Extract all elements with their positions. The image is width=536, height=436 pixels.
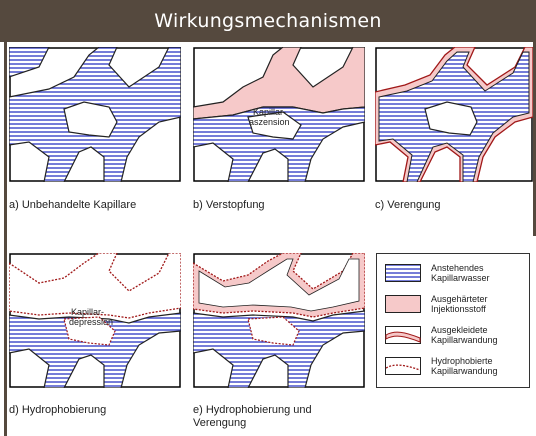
legend-item-lined: Ausgekleidete Kapillarwandung (377, 323, 529, 353)
left-border (4, 42, 7, 436)
legend-item-injected: Ausgehärteter Injektionsstoff (377, 292, 529, 322)
caption-e: e) Hydrophobierung und Verengung (193, 404, 312, 430)
label-kapillaraszension-line2: aszension (249, 117, 290, 127)
label-kapillardepression-line2: depression (69, 317, 113, 327)
label-kapillaraszension: Kapillar-aszension (249, 107, 290, 127)
legend-swatch-hydrophobic (385, 357, 421, 375)
panel-unbehandelt (9, 47, 181, 182)
caption-d: d) Hydrophobierung (9, 404, 106, 417)
legend-swatch-injected (385, 295, 421, 313)
caption-c: c) Verengung (375, 199, 440, 212)
legend-item-water: Anstehendes Kapillarwasser (377, 261, 529, 291)
legend-label-water: Anstehendes Kapillarwasser (431, 263, 490, 283)
legend-label-hydrophobic: Hydrophobierte Kapillarwandung (431, 356, 498, 376)
panel-hydrophobierung-verengung (193, 253, 365, 388)
page-title: Wirkungsmechanismen (0, 0, 536, 42)
panel-verstopfung: Kapillar-aszension (193, 47, 365, 182)
legend-label-injected: Ausgehärteter Injektionsstoff (431, 294, 488, 314)
legend: Anstehendes Kapillarwasser Ausgehärteter… (376, 253, 530, 388)
label-kapillardepression-line1: Kapillar- (71, 307, 104, 317)
panel-verengung (375, 47, 536, 182)
caption-a: a) Unbehandelte Kapillare (9, 199, 136, 212)
legend-item-hydrophobic: Hydrophobierte Kapillarwandung (377, 354, 529, 384)
legend-swatch-lined (385, 326, 421, 344)
panel-hydrophobierung: Kapillar-depression (9, 253, 181, 388)
legend-label-lined: Ausgekleidete Kapillarwandung (431, 325, 498, 345)
legend-swatch-water (385, 264, 421, 282)
caption-b: b) Verstopfung (193, 199, 265, 212)
label-kapillaraszension-line1: Kapillar- (253, 107, 286, 117)
